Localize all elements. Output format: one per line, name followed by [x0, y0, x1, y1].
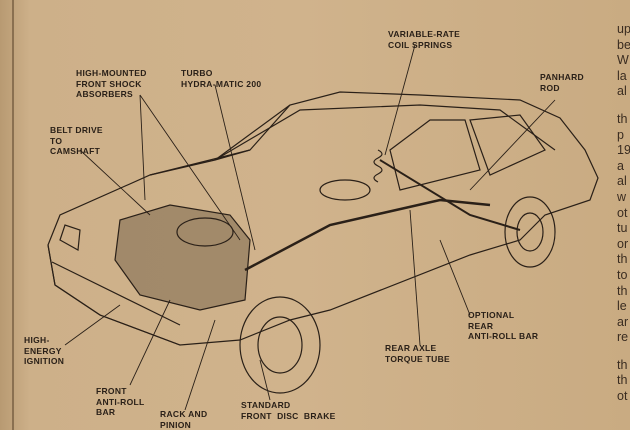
torque-tube	[244, 198, 491, 272]
text-line: ar	[617, 314, 629, 329]
side-window	[389, 119, 481, 191]
page-gutter	[12, 0, 14, 430]
text-line: th	[617, 111, 628, 126]
text-line: p	[617, 127, 624, 142]
text-line: W	[617, 53, 629, 68]
rear-window	[469, 114, 546, 176]
label-coil-springs: VARIABLE-RATE COIL SPRINGS	[388, 29, 461, 50]
text-line: up	[617, 22, 630, 36]
text-line: th	[617, 357, 628, 372]
text-line: th	[617, 252, 628, 267]
label-rack-pinion: RACK AND PINION	[160, 409, 208, 430]
text-line: a	[617, 158, 624, 173]
text-line: al	[617, 174, 627, 189]
text-line: be	[617, 37, 630, 52]
headlight	[59, 224, 81, 251]
text-line: re	[617, 330, 629, 345]
label-panhard-rod: PANHARD ROD	[540, 72, 584, 93]
label-disc-brake: STANDARD FRONT DISC BRAKE	[241, 400, 336, 421]
text-line: 19	[617, 143, 630, 158]
label-front-anti-roll-bar: FRONT ANTI-ROLL BAR	[96, 386, 145, 417]
coil-spring	[373, 149, 383, 183]
text-line: ot	[617, 205, 628, 220]
roof-line	[214, 104, 556, 161]
text-line: le	[617, 299, 627, 314]
text-line: to	[617, 267, 628, 282]
label-turbo-hydramatic: TURBO HYDRA-MATIC 200	[181, 68, 262, 89]
bumper	[47, 244, 181, 346]
air-cleaner	[176, 217, 234, 247]
label-torque-tube: REAR AXLE TORQUE TUBE	[385, 343, 451, 364]
paragraph-gap	[617, 100, 630, 112]
text-line: al	[617, 84, 627, 99]
label-ignition: HIGH- ENERGY IGNITION	[24, 335, 65, 366]
text-line: ot	[617, 389, 628, 404]
text-line: tu	[617, 221, 628, 236]
windshield	[149, 104, 291, 176]
front-wheel	[239, 296, 321, 394]
paragraph-gap	[617, 346, 630, 358]
steering-wheel	[319, 179, 371, 201]
text-line: th	[617, 373, 628, 388]
label-belt-drive: BELT DRIVE TO CAMSHAFT	[50, 125, 103, 156]
text-line: w	[617, 189, 627, 204]
text-line: or	[617, 236, 629, 251]
text-line: th	[617, 283, 628, 298]
label-front-shocks: HIGH-MOUNTED FRONT SHOCK ABSORBERS	[76, 68, 147, 99]
rear-wheel	[504, 196, 556, 268]
rear-axle	[379, 159, 521, 231]
text-column-fragment: up be W la al th p 19 a al w ot tu or th…	[617, 22, 630, 405]
label-rear-anti-roll-bar: OPTIONAL REAR ANTI-ROLL BAR	[468, 310, 539, 341]
text-line: la	[617, 68, 627, 83]
engine	[114, 204, 251, 311]
